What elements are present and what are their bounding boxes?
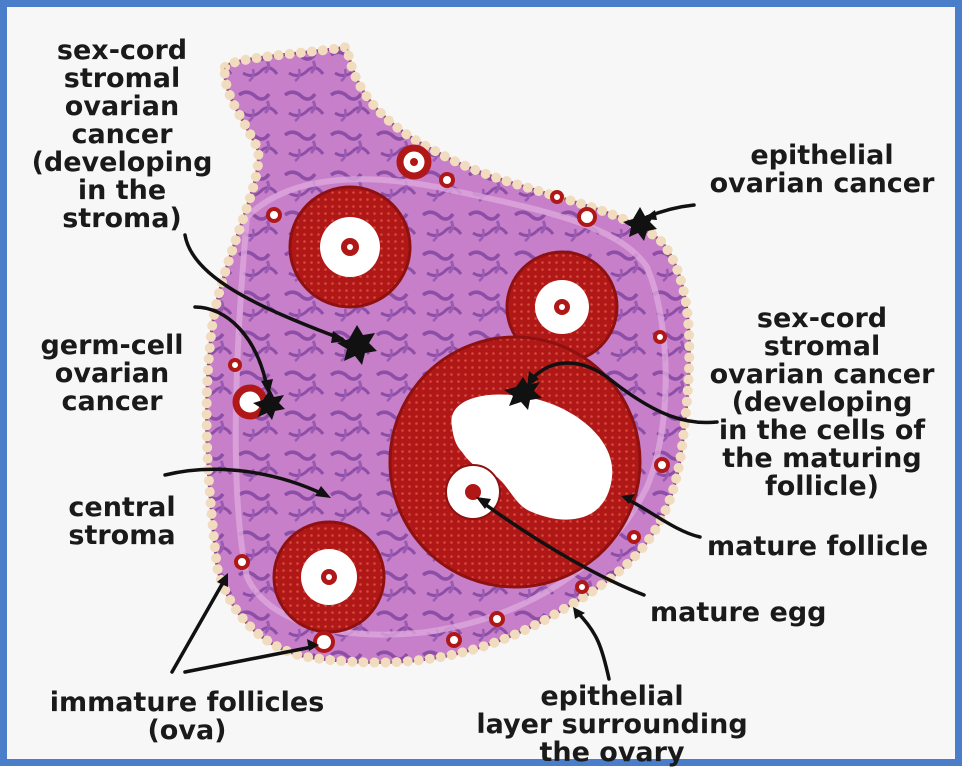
label-immature-follicles: immature follicles (ova) bbox=[32, 689, 342, 745]
label-sex-cord-follicle: sex-cord stromal ovarian cancer (develop… bbox=[697, 305, 947, 501]
label-germ-cell-cancer: germ-cell ovarian cancer bbox=[27, 332, 197, 416]
label-mature-egg: mature egg bbox=[650, 599, 850, 627]
follicle-upper-left bbox=[290, 187, 410, 307]
label-epithelial-cancer: epithelial ovarian cancer bbox=[697, 142, 947, 198]
label-mature-follicle: mature follicle bbox=[707, 533, 957, 561]
follicle-lower-left bbox=[274, 522, 384, 632]
label-central-stroma: central stroma bbox=[52, 494, 192, 550]
label-epithelial-layer: epithelial layer surrounding the ovary bbox=[462, 683, 762, 767]
label-sex-cord-stroma: sex-cord stromal ovarian cancer (develop… bbox=[27, 37, 217, 233]
